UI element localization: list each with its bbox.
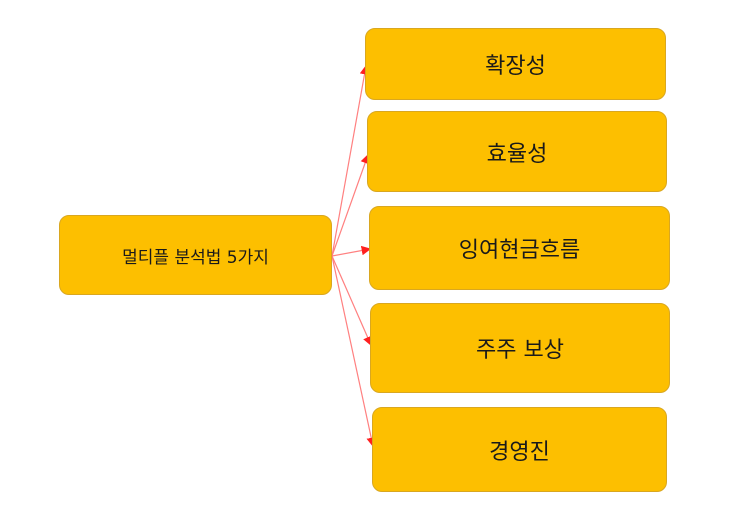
node-free-cash-flow[interactable]: 잉여현금흐름 xyxy=(369,206,670,290)
node-scalability[interactable]: 확장성 xyxy=(365,28,666,100)
node-shareholder-return[interactable]: 주주 보상 xyxy=(370,303,670,393)
node-label: 잉여현금흐름 xyxy=(458,238,581,263)
arrow-2 xyxy=(331,153,370,257)
arrow-1 xyxy=(331,64,370,257)
node-label: 효율성 xyxy=(486,141,548,167)
node-efficiency[interactable]: 효율성 xyxy=(367,111,667,192)
arrow-4 xyxy=(331,255,373,347)
node-label: 확장성 xyxy=(485,54,546,79)
root-label: 멀티플 분석법 5가지 xyxy=(122,247,269,268)
node-label: 경영진 xyxy=(489,439,550,465)
arrow-5 xyxy=(331,255,376,448)
node-management[interactable]: 경영진 xyxy=(372,407,667,492)
node-label: 주주 보상 xyxy=(476,338,564,363)
arrow-3 xyxy=(331,245,372,257)
root-node[interactable]: 멀티플 분석법 5가지 xyxy=(59,215,332,295)
